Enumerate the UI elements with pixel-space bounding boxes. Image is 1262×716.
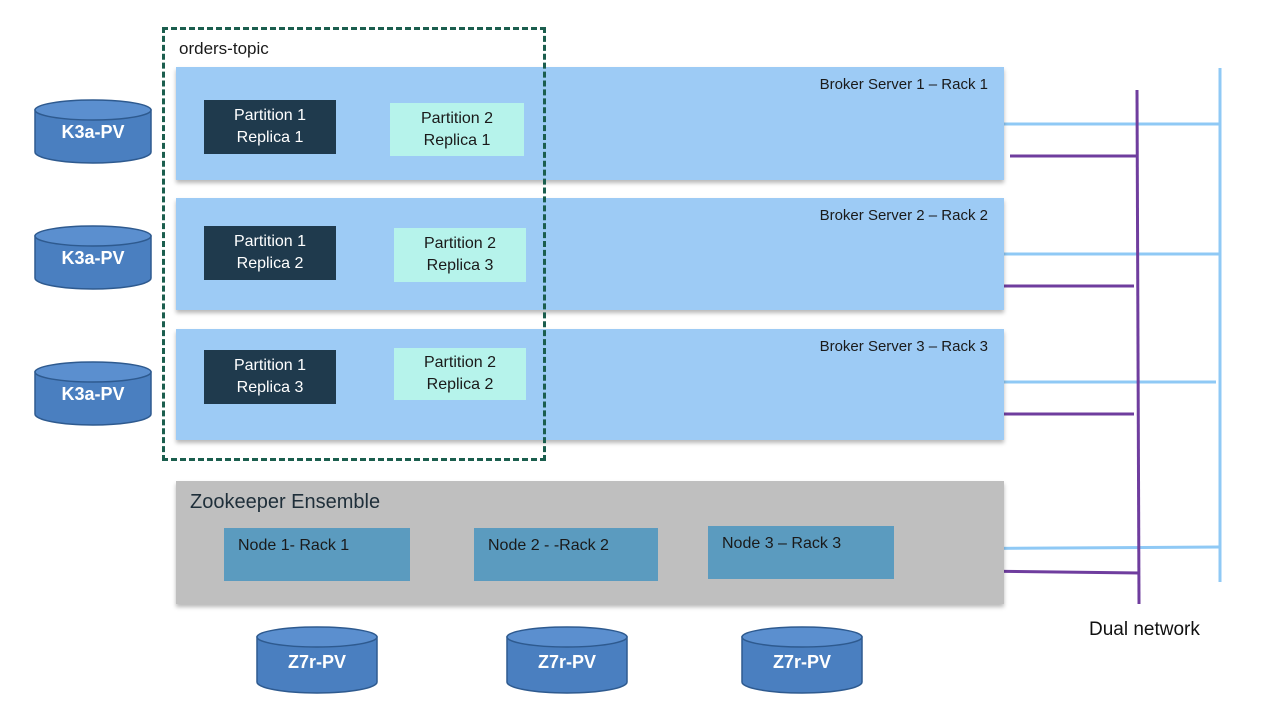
zookeeper-node-1: Node 1- Rack 1: [224, 528, 410, 581]
kafka-pv-label: K3a-PV: [61, 248, 125, 268]
kafka-pv-cylinder-2: K3a-PV: [33, 224, 153, 292]
orders-topic-label: orders-topic: [179, 39, 269, 58]
database-icon: [256, 626, 378, 694]
database-icon: [741, 626, 863, 694]
partition-label: Partition 1: [233, 357, 307, 374]
orders-topic-box: [162, 27, 546, 461]
partition-label: Partition 2: [420, 109, 494, 127]
kafka-pv-cylinder-3: K3a-PV: [33, 360, 153, 428]
broker-server-1: Broker Server 1 – Rack 1: [176, 67, 1004, 180]
partition-2-replica-1: Partition 2 Replica 1: [390, 103, 524, 156]
kafka-pv-cylinder-1: K3a-PV: [33, 98, 153, 166]
broker-server-1-label: Broker Server 1 – Rack 1: [819, 76, 988, 93]
partition-2-replica-2: Partition 2 Replica 2: [394, 348, 526, 400]
partition-label: Partition 2: [423, 354, 497, 371]
partition-label: Partition 1: [233, 107, 307, 124]
database-icon: [34, 99, 152, 164]
dual-network-label: Dual network: [1089, 619, 1200, 640]
partition-1-replica-2: Partition 1 Replica 2: [204, 226, 336, 280]
replica-label: Replica 2: [236, 255, 304, 272]
replica-label: Replica 2: [426, 376, 494, 393]
partition-label: Partition 2: [423, 235, 497, 252]
zookeeper-pv-label: Z7r-PV: [537, 652, 597, 672]
database-icon: [34, 361, 152, 426]
partition-1-replica-1: Partition 1 Replica 1: [204, 100, 336, 154]
kafka-pv-label: K3a-PV: [61, 384, 125, 404]
node-label: Node 2 - -Rack 2: [488, 537, 609, 554]
partition-1-replica-3: Partition 1 Replica 3: [204, 350, 336, 404]
partition-2-replica-3: Partition 2 Replica 3: [394, 228, 526, 282]
replica-label: Replica 1: [236, 129, 304, 146]
database-icon: [34, 225, 152, 290]
broker-server-2: Broker Server 2 – Rack 2: [176, 198, 1004, 310]
zookeeper-pv-label: Z7r-PV: [287, 652, 347, 672]
partition-label: Partition 1: [233, 233, 307, 250]
zookeeper-pv-cylinder-2: Z7r-PV: [505, 625, 629, 695]
replica-label: Replica 1: [423, 131, 491, 149]
network-b-trunk: [1135, 89, 1141, 605]
replica-label: Replica 3: [236, 379, 304, 396]
replica-label: Replica 3: [426, 257, 494, 274]
node-label: Node 1- Rack 1: [238, 537, 350, 554]
zookeeper-pv-label: Z7r-PV: [772, 652, 832, 672]
zookeeper-pv-cylinder-3: Z7r-PV: [740, 625, 864, 695]
database-icon: [506, 626, 628, 694]
zookeeper-title: Zookeeper Ensemble: [190, 491, 381, 513]
kafka-pv-label: K3a-PV: [61, 122, 125, 142]
broker-server-2-label: Broker Server 2 – Rack 2: [819, 207, 988, 224]
node-label: Node 3 – Rack 3: [722, 535, 842, 552]
zookeeper-node-2: Node 2 - -Rack 2: [474, 528, 658, 581]
broker-server-3-label: Broker Server 3 – Rack 3: [819, 338, 988, 355]
zookeeper-node-3: Node 3 – Rack 3: [708, 526, 894, 579]
zookeeper-pv-cylinder-1: Z7r-PV: [255, 625, 379, 695]
